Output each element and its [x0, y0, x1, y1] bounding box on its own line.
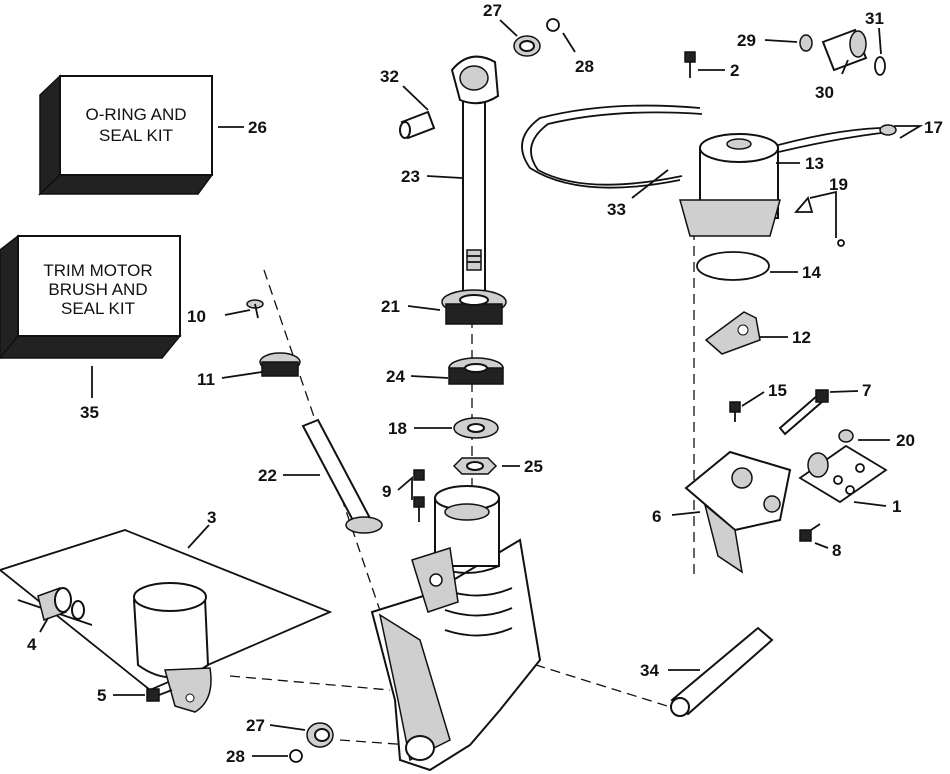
- part-8-screw: [799, 523, 821, 542]
- callout-32: 32: [380, 67, 399, 86]
- callout-17: 17: [924, 118, 943, 137]
- callout-18: 18: [388, 419, 407, 438]
- kit-box-trim-line-2: BRUSH AND: [48, 280, 147, 299]
- part-25-nut: [452, 457, 498, 475]
- callout-24: 24: [386, 367, 405, 386]
- part-21-end-cap: [441, 289, 507, 325]
- callout-23: 23: [401, 167, 420, 186]
- callout-13: 13: [805, 154, 824, 173]
- callout-25: 25: [524, 457, 543, 476]
- callout-30: 30: [815, 83, 834, 102]
- part-24-piston: [448, 357, 504, 385]
- part-28-upper-ring: [546, 18, 560, 32]
- callout-12: 12: [792, 328, 811, 347]
- part-23-piston-rod: [450, 55, 500, 296]
- callout-19: 19: [829, 175, 848, 194]
- callout-35: 35: [80, 403, 99, 422]
- part-13-trim-motor: [679, 133, 781, 237]
- callout-10: 10: [187, 307, 206, 326]
- part-27-upper-bushing: [513, 35, 541, 57]
- callout-21: 21: [381, 297, 400, 316]
- part-19-clip: [794, 196, 845, 247]
- callout-11: 11: [197, 370, 215, 389]
- part-29-washer: [799, 34, 813, 52]
- part-34-pin: [670, 626, 774, 717]
- callout-15: 15: [768, 381, 787, 400]
- callout-27-lower: 27: [246, 716, 265, 735]
- callout-26: 26: [248, 118, 267, 137]
- part-7-bolt: [778, 389, 829, 436]
- callout-7: 7: [862, 381, 871, 400]
- part-6-pump: [684, 450, 792, 574]
- part-28-lower-ring: [289, 749, 303, 763]
- part-31-o-ring: [874, 56, 886, 76]
- part-27-lower-bushing: [306, 722, 334, 748]
- kit-box-seal-line-2: SEAL KIT: [99, 126, 173, 145]
- part-15-screw: [729, 401, 741, 422]
- callout-14: 14: [802, 263, 821, 282]
- part-12-pump-cover: [704, 311, 761, 355]
- part-11-fitting: [259, 352, 301, 377]
- part-22-tube: [301, 418, 383, 534]
- part-18-washer: [453, 417, 499, 439]
- part-5-screw: [146, 688, 173, 702]
- callout-9: 9: [382, 482, 391, 501]
- kit-box-trim-motor: TRIM MOTOR BRUSH AND SEAL KIT: [0, 234, 182, 360]
- part-30-plug: [821, 28, 868, 72]
- callout-34: 34: [640, 661, 659, 680]
- callout-31: 31: [865, 9, 884, 28]
- kit-box-trim-line-3: SEAL KIT: [61, 299, 135, 318]
- callout-6: 6: [652, 507, 661, 526]
- kit-box-seal-line-1: O-RING AND: [85, 105, 186, 124]
- callout-28-lower: 28: [226, 747, 245, 766]
- kit-box-seal: O-RING AND SEAL KIT: [38, 74, 214, 196]
- callout-4: 4: [27, 635, 37, 654]
- part-2-screw: [684, 51, 696, 78]
- callout-5: 5: [97, 686, 106, 705]
- kit-box-trim-line-1: TRIM MOTOR: [43, 261, 152, 280]
- part-10-screw: [246, 299, 264, 319]
- part-1-gasket: [798, 444, 888, 504]
- callout-20: 20: [896, 431, 915, 450]
- part-20-plug: [838, 429, 854, 443]
- callout-8: 8: [832, 541, 841, 560]
- part-motor-reservoir: [0, 529, 333, 713]
- callout-1: 1: [892, 497, 901, 516]
- callout-29: 29: [737, 31, 756, 50]
- part-32-pin: [399, 110, 436, 140]
- callout-3: 3: [207, 508, 216, 527]
- callout-2: 2: [730, 61, 739, 80]
- callout-27-upper: 27: [483, 1, 502, 20]
- leader-lines: [39, 19, 924, 757]
- part-trim-cylinder: [370, 485, 542, 772]
- part-9-screws: [413, 469, 425, 522]
- callout-33: 33: [607, 200, 626, 219]
- callout-22: 22: [258, 466, 277, 485]
- callout-numbers: 26 35 10 11 22 3 4 5 27 28 32 23 21 24 1…: [27, 1, 943, 766]
- part-4-cap: [17, 587, 93, 626]
- part-14-o-ring: [696, 251, 770, 281]
- callout-28-upper: 28: [575, 57, 594, 76]
